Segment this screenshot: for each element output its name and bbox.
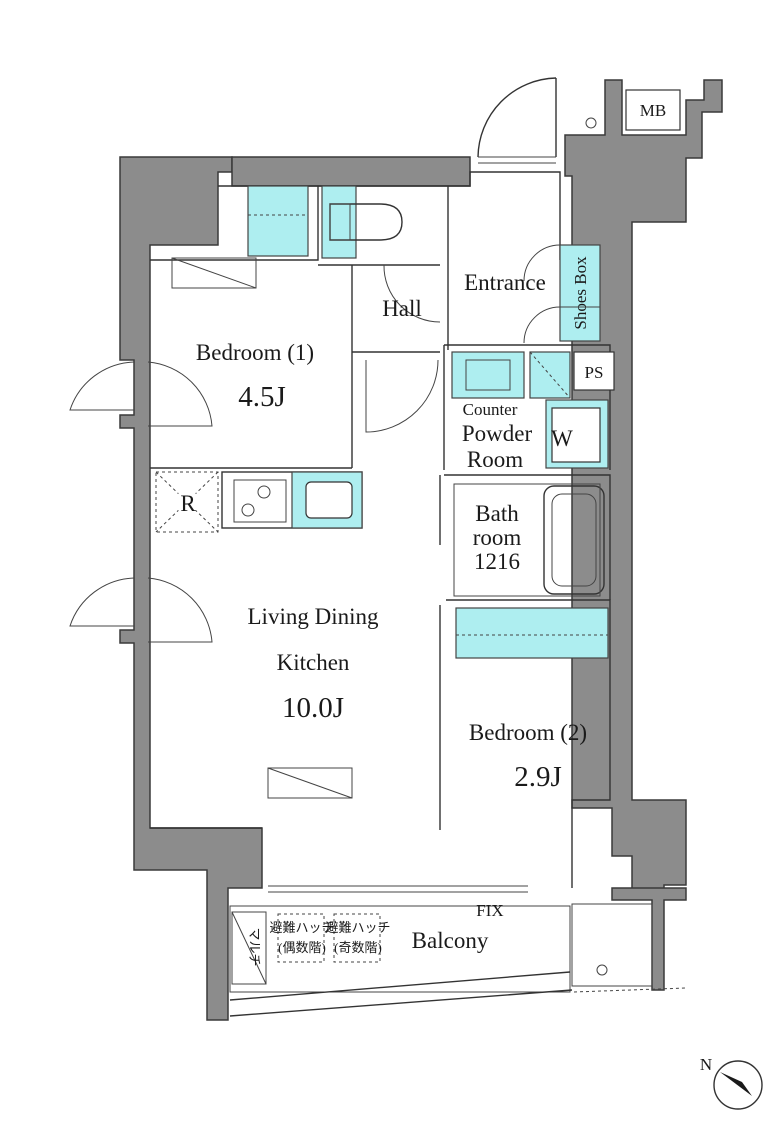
hatch-even bbox=[277, 913, 325, 963]
washer-label: W bbox=[551, 426, 573, 451]
hatch-odd bbox=[333, 913, 381, 963]
ldk-ac bbox=[267, 767, 353, 799]
shoes-box-door-upper bbox=[523, 244, 561, 282]
bedroom2-area: 2.9J bbox=[514, 761, 562, 793]
powder-room-line1: Powder bbox=[462, 421, 533, 446]
fix-window-label: FIX bbox=[476, 901, 503, 920]
bathtub bbox=[543, 485, 605, 595]
balcony-storage bbox=[571, 903, 653, 987]
powder-room-line2: Room bbox=[467, 447, 523, 472]
toilet-storage bbox=[247, 185, 309, 257]
hatch-odd-line1: 避難ハッチ bbox=[325, 920, 390, 935]
counter-label: Counter bbox=[463, 400, 518, 419]
mb-box bbox=[625, 89, 681, 131]
hatch-even-line2: (偶数階) bbox=[278, 940, 326, 955]
hall-label: Hall bbox=[382, 296, 422, 321]
hatch-even-line1: 避難ハッチ bbox=[269, 920, 334, 935]
ldk-window-swing-left bbox=[69, 577, 135, 627]
entrance-door-swing bbox=[477, 77, 557, 158]
bedroom1-area: 4.5J bbox=[238, 381, 286, 413]
bedroom1-door-swing bbox=[365, 359, 439, 433]
ldk-name-line1: Living Dining bbox=[248, 604, 379, 629]
ps-box bbox=[573, 351, 615, 391]
toilet-bowl bbox=[329, 203, 403, 241]
bedroom2-closet bbox=[455, 607, 609, 659]
ps-label: PS bbox=[585, 363, 604, 382]
burner-icon bbox=[241, 503, 255, 517]
hall-door-swing bbox=[383, 264, 441, 323]
mb-label: MB bbox=[640, 101, 666, 120]
stove bbox=[233, 479, 287, 523]
toilet-tank bbox=[321, 185, 357, 259]
bedroom2-name: Bedroom (2) bbox=[469, 720, 587, 745]
mulch-label: マルチ bbox=[247, 927, 262, 966]
shoes-box-door-lower bbox=[523, 306, 561, 344]
bedroom1-window-swing-right bbox=[147, 361, 213, 427]
bathroom-line1: Bath bbox=[475, 501, 519, 526]
hatch-odd-line2: (奇数階) bbox=[334, 940, 382, 955]
shoes-box bbox=[559, 244, 601, 342]
burner-icon bbox=[257, 485, 271, 499]
exterior-walls bbox=[119, 79, 723, 1021]
meter-circle bbox=[585, 117, 597, 129]
bathroom-size: 1216 bbox=[474, 549, 520, 574]
fridge-label: R bbox=[180, 491, 196, 516]
ldk-window-swing-right bbox=[147, 577, 213, 643]
bedroom1-ac bbox=[171, 257, 257, 289]
compass-icon: N bbox=[700, 1055, 763, 1110]
interior-walls bbox=[150, 171, 611, 888]
balcony bbox=[229, 905, 571, 993]
ldk-name-line2: Kitchen bbox=[277, 650, 350, 675]
ldk-area: 10.0J bbox=[282, 692, 344, 724]
vanity-counter bbox=[451, 351, 525, 399]
shoes-box-label: Shoes Box bbox=[571, 256, 590, 330]
entrance-label: Entrance bbox=[464, 270, 546, 295]
bedroom1-name: Bedroom (1) bbox=[196, 340, 314, 365]
compass-north-label: N bbox=[700, 1055, 712, 1074]
bedroom1-window-swing-left bbox=[69, 361, 135, 411]
balcony-label: Balcony bbox=[412, 928, 489, 953]
bathroom-line2: room bbox=[473, 525, 522, 550]
fridge-space bbox=[155, 471, 219, 533]
mulch-box bbox=[231, 911, 267, 985]
